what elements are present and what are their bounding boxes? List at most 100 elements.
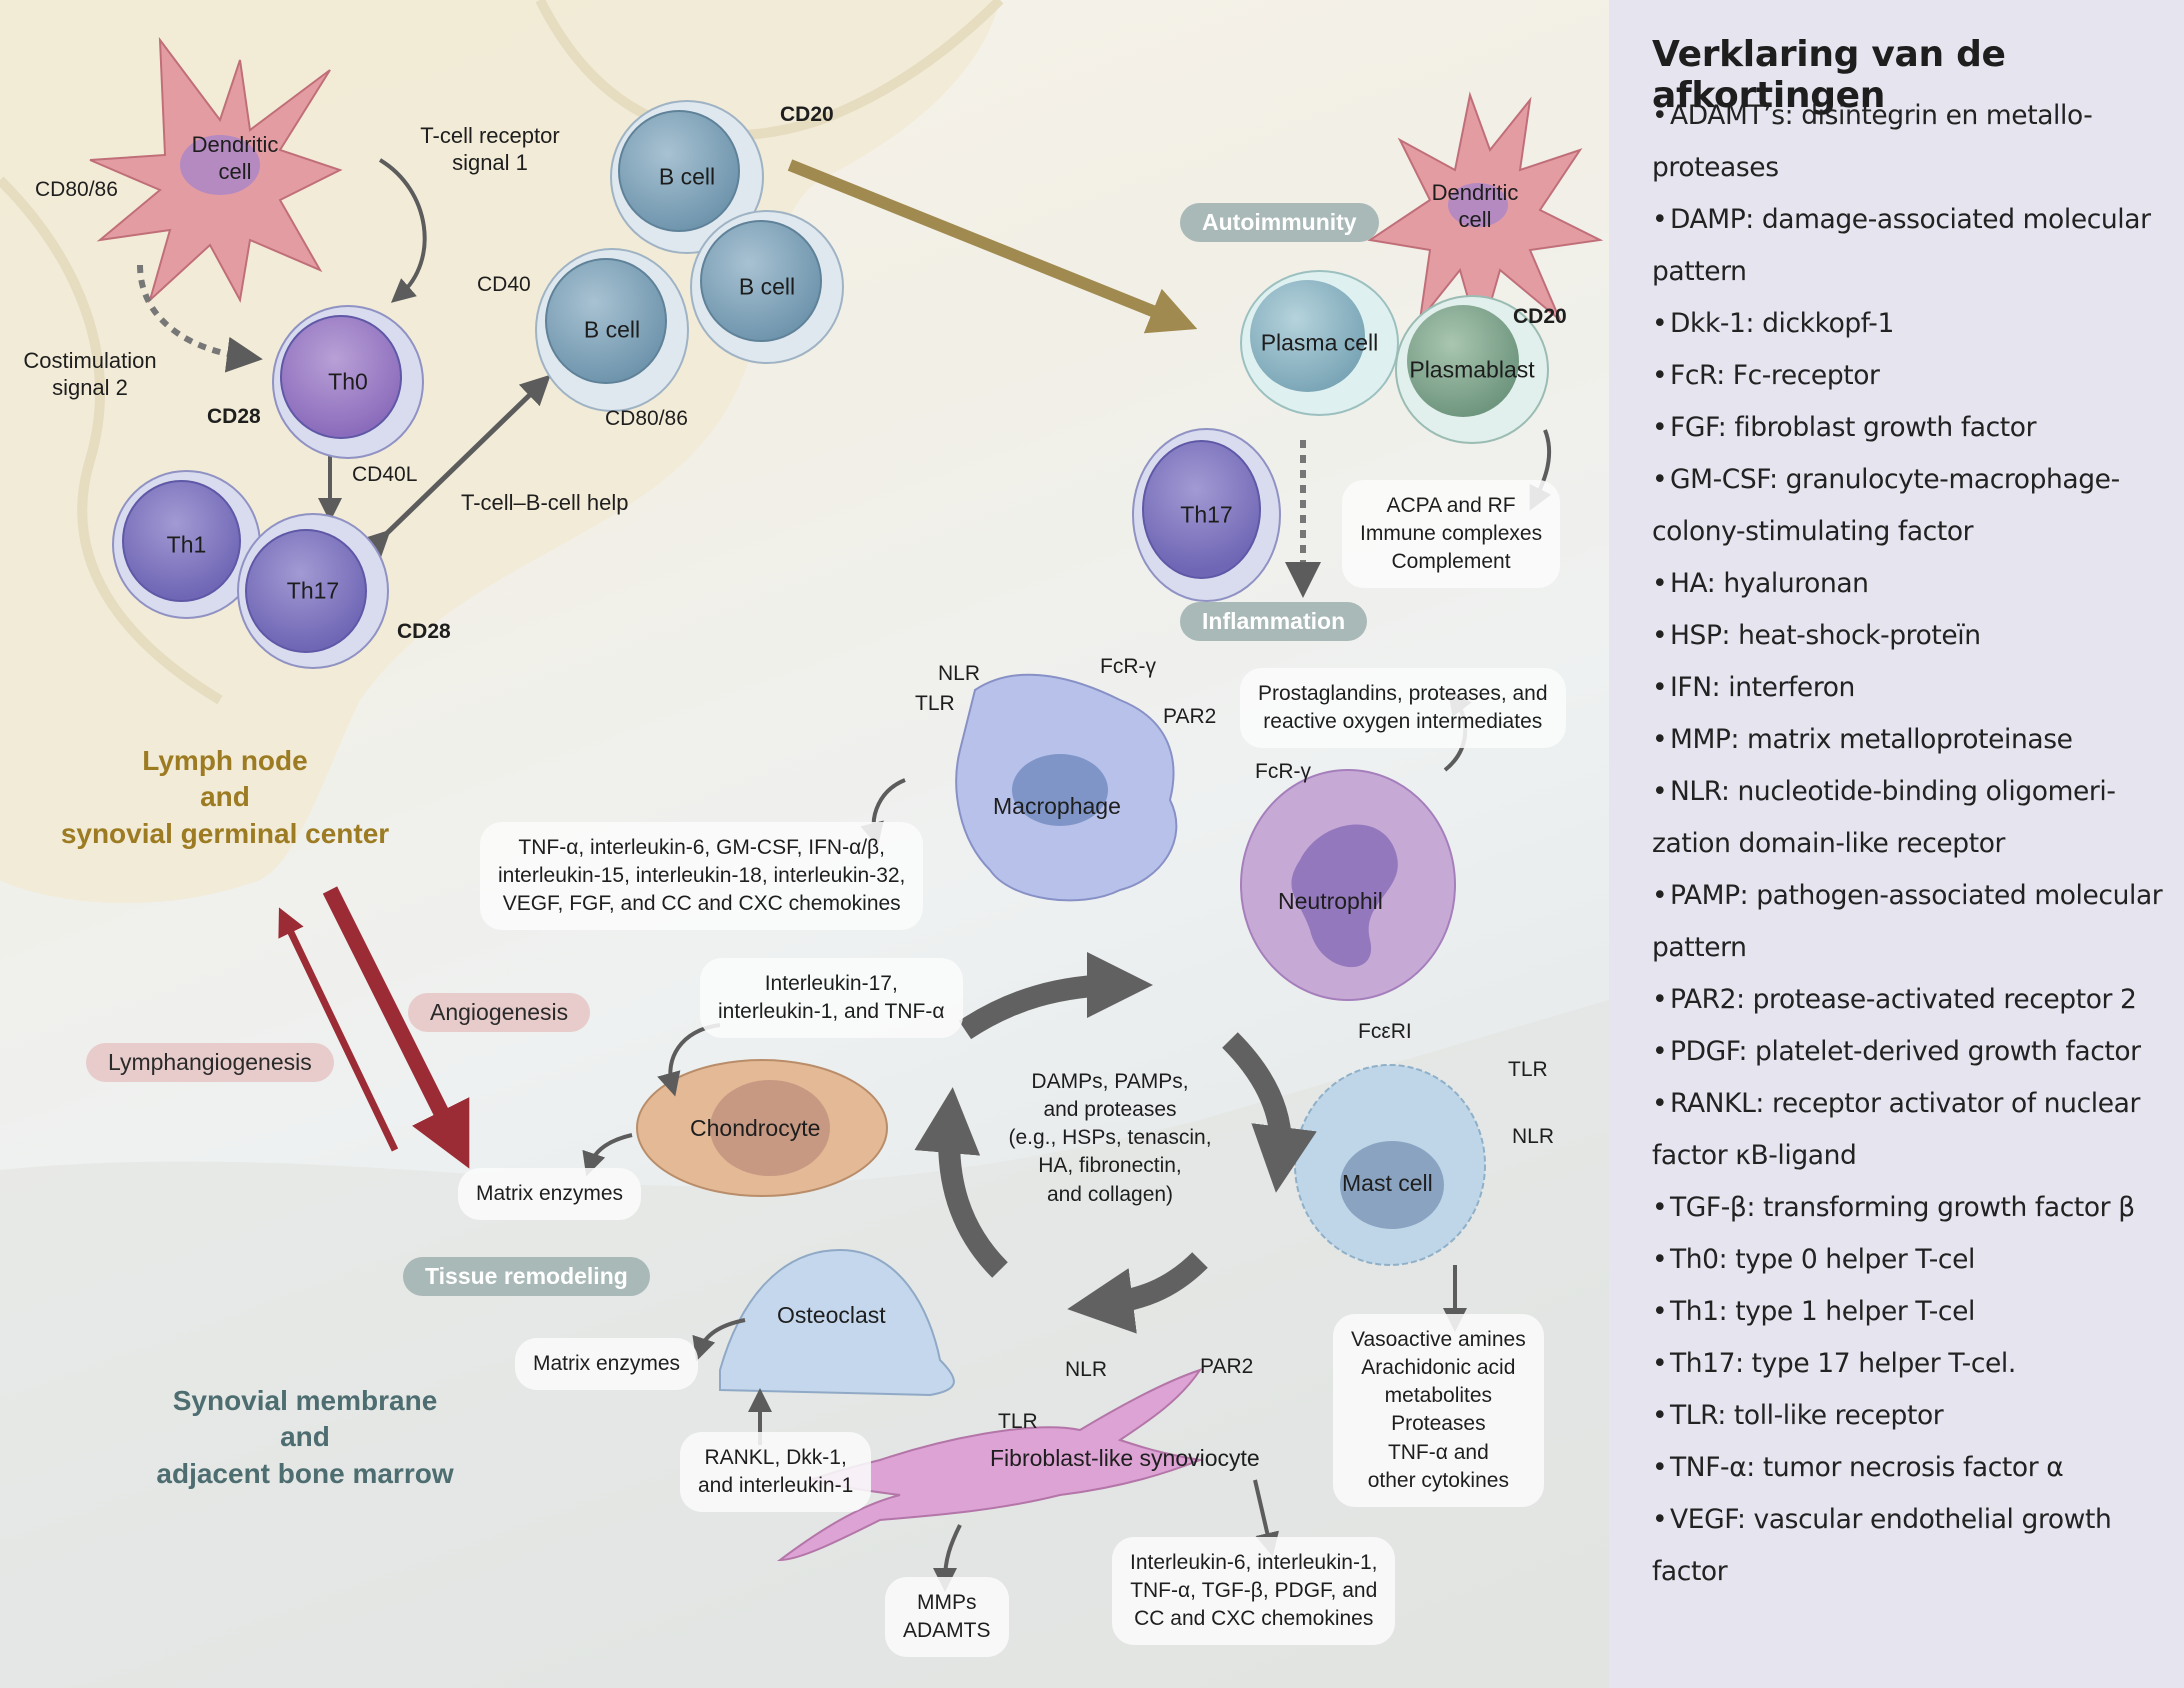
legend-item-text: IFN: interferon [1670, 672, 1855, 703]
legend-item-text: proteases [1652, 152, 1779, 183]
legend-item-text: PAR2: protease-activated receptor 2 [1670, 984, 2137, 1015]
legend-item-text: NLR: nucleotide-binding oligomeri- [1670, 776, 2116, 807]
legend-item-text: FGF: fibroblast growth factor [1670, 412, 2037, 443]
receptor-cd20-top: CD20 [780, 103, 834, 126]
th17-cell-label: Th17 [286, 577, 340, 604]
inflammation-pill: Inflammation [1180, 602, 1368, 641]
bullet-icon: • [1652, 1504, 1668, 1535]
th1-cell-label: Th1 [166, 531, 207, 557]
bullet-icon: • [1652, 1400, 1668, 1431]
legend-item-text: pattern [1652, 256, 1747, 287]
dendritic-cell-right-shape [1367, 91, 1604, 344]
box-line: ADAMTS [903, 1619, 991, 1643]
matrix-enzymes-box-2: Matrix enzymes [515, 1338, 699, 1391]
costim-signal-annotation: Costimulation signal 2 [20, 348, 160, 402]
box-line: Vasoactive amines [1351, 1328, 1526, 1351]
legend-item: •FcR: Fc-receptor [1652, 350, 2172, 402]
legend-item-text: GM-CSF: granulocyte-macrophage- [1670, 464, 2120, 495]
box-line: metabolites [1384, 1384, 1493, 1408]
annotation-line: T-cell receptor [420, 123, 560, 148]
legend-item: •DAMP: damage-associated molecular patter… [1652, 194, 2172, 298]
legend-item-text: TNF-α: tumor necrosis factor α [1670, 1452, 2064, 1483]
mast-output-box: Vasoactive amines Arachidonic acid metab… [1333, 1314, 1544, 1507]
legend-item: •TLR: toll-like receptor [1652, 1390, 2172, 1442]
bullet-icon: • [1652, 880, 1668, 911]
bullet-icon: • [1652, 1452, 1668, 1483]
lymphangiogenesis-arrow [278, 907, 399, 1152]
macrophage-output-box: TNF-α, interleukin-6, GM-CSF, IFN-α/β, i… [480, 822, 924, 931]
box-line: Immune complexes [1360, 522, 1543, 546]
mmps-box: MMPs ADAMTS [885, 1577, 1009, 1658]
box-line: Proteases [1391, 1412, 1486, 1436]
chondrocyte-label: Chondrocyte [690, 1115, 821, 1141]
cell-label-line: cell [1458, 206, 1492, 232]
legend-item: •Dkk-1: dickkopf-1 [1652, 298, 2172, 350]
receptor-mast-tlr: TLR [1508, 1058, 1548, 1081]
legend-item: •Th17: type 17 helper T-cel. [1652, 1338, 2172, 1390]
legend-item-text: MMP: matrix metalloproteinase [1670, 724, 2073, 755]
receptor-mast-fceri: FcεRI [1358, 1020, 1412, 1043]
mast-cell-label: Mast cell [1342, 1170, 1433, 1196]
legend-item-text: DAMP: damage-associated molecular [1670, 204, 2151, 235]
legend-item: •Th0: type 0 helper T-cel [1652, 1234, 2172, 1286]
legend-item-text: colony-stimulating factor [1652, 516, 1974, 547]
region-line: and [280, 1421, 330, 1453]
legend-item: •MMP: matrix metalloproteinase [1652, 714, 2172, 766]
legend-item: •GM-CSF: granulocyte-macrophage-colony-s… [1652, 454, 2172, 558]
il17-box: Interleukin-17, interleukin-1, and TNF-α [700, 958, 963, 1039]
legend-item-text: Dkk-1: dickkopf-1 [1670, 308, 1894, 339]
legend-item-text: HSP: heat-shock-proteïn [1670, 620, 1981, 651]
bullet-icon: • [1652, 776, 1668, 807]
bullet-icon: • [1652, 1192, 1668, 1223]
legend-item-text: RANKL: receptor activator of nuclear [1670, 1088, 2140, 1119]
legend-item: •TGF-β: transforming growth factor β [1652, 1182, 2172, 1234]
lymph-node-region-title: Lymph node and synovial germinal center [60, 743, 390, 852]
tb-help-arrow [358, 374, 551, 562]
legend-item: •TNF-α: tumor necrosis factor α [1652, 1442, 2172, 1494]
box-line: reactive oxygen intermediates [1263, 710, 1543, 734]
receptor-cd20-plasmablast: CD20 [1513, 305, 1567, 328]
box-line: TNF-α and [1387, 1440, 1489, 1464]
box-line: other cytokines [1367, 1468, 1509, 1492]
receptor-cd28-th0: CD28 [207, 405, 261, 428]
legend-item: •HA: hyaluronan [1652, 558, 2172, 610]
box-line: TNF-α, interleukin-6, GM-CSF, IFN-α/β, [518, 836, 885, 859]
bullet-icon: • [1652, 204, 1668, 235]
bullet-icon: • [1652, 984, 1668, 1015]
b-cell-label: B cell [583, 316, 641, 343]
bullet-icon: • [1652, 412, 1668, 443]
bullet-icon: • [1652, 1244, 1668, 1275]
tissue-remodeling-pill: Tissue remodeling [403, 1257, 650, 1296]
rankl-box: RANKL, Dkk-1, and interleukin-1 [680, 1432, 872, 1513]
abbreviation-legend: Verklaring van de afkortingen •ADAMT’s: … [1609, 0, 2184, 1688]
th0-cell: Th0 [272, 305, 424, 459]
bullet-icon: • [1652, 672, 1668, 703]
text-line: HA, fibronectin, [1038, 1154, 1182, 1178]
receptor-fib-par2: PAR2 [1200, 1355, 1254, 1378]
b-cell-label: B cell [658, 163, 716, 190]
legend-item: •Th1: type 1 helper T-cel [1652, 1286, 2172, 1338]
receptor-mac-fcr: FcR-γ [1100, 655, 1156, 678]
receptor-cd40: CD40 [477, 273, 531, 296]
box-line: MMPs [917, 1591, 977, 1614]
pathogenesis-diagram: Lymph node and synovial germinal center … [0, 0, 1609, 1688]
legend-item-text: Th17: type 17 helper T-cel. [1670, 1348, 2016, 1379]
costim-dotted-arrow [137, 264, 263, 373]
receptor-mast-nlr: NLR [1512, 1125, 1555, 1148]
bullet-icon: • [1652, 1036, 1668, 1067]
region-line: and [200, 781, 250, 813]
bullet-icon: • [1652, 308, 1668, 339]
legend-item-text: Th1: type 1 helper T-cel [1670, 1296, 1975, 1327]
gold-arrow [787, 159, 1198, 334]
region-line: adjacent bone marrow [156, 1457, 454, 1489]
receptor-cd80-86-dc: CD80/86 [35, 178, 118, 201]
box-line: Interleukin-17, [764, 972, 898, 995]
legend-title: Verklaring van de afkortingen [1652, 34, 2006, 116]
legend-item-text: pattern [1652, 932, 1747, 963]
legend-item-text: factor κB-ligand [1652, 1140, 1857, 1171]
osteoclast-label: Osteoclast [777, 1302, 886, 1328]
dendritic-cell-right-label: Dendritic cell [1420, 180, 1530, 234]
region-line: Lymph node [142, 745, 308, 776]
